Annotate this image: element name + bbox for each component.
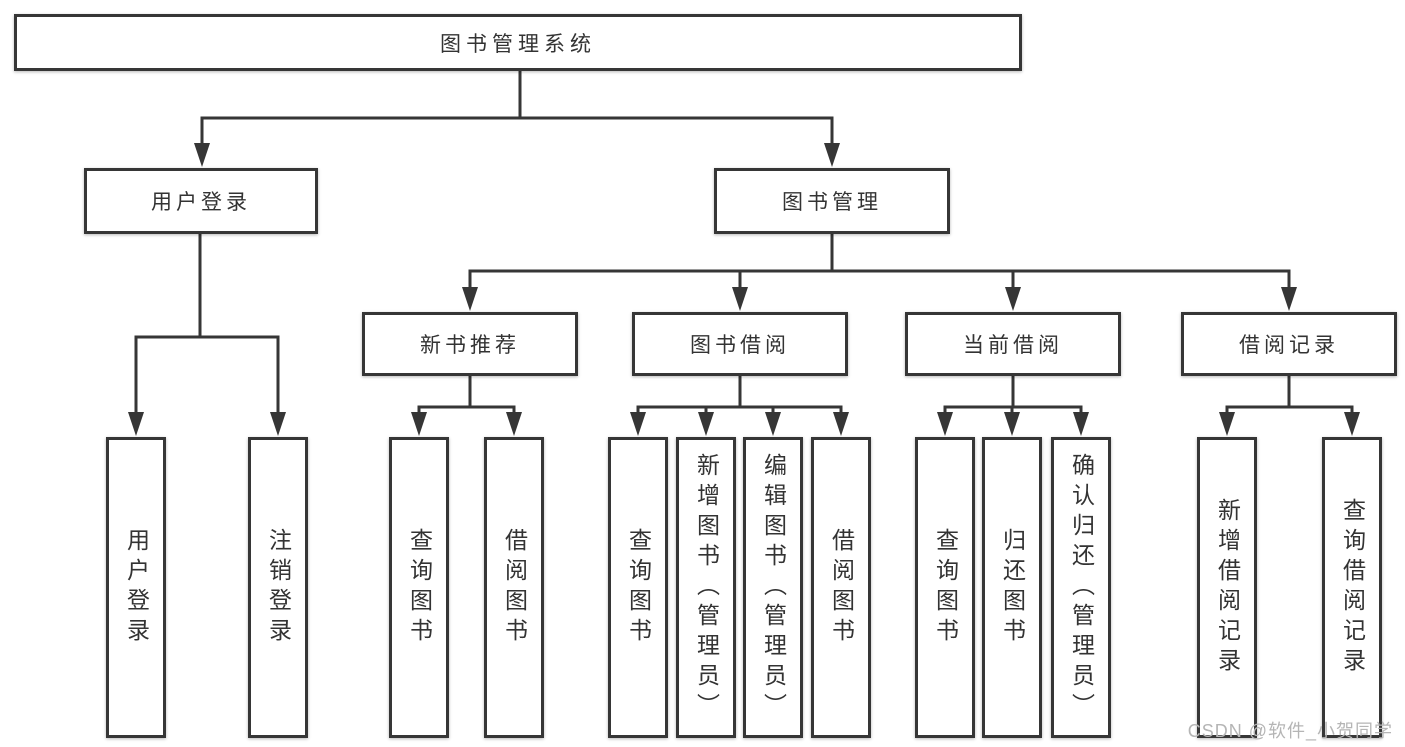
node-current-borrowing: 当前借阅 bbox=[905, 312, 1121, 376]
node-borrowing-records: 借阅记录 bbox=[1181, 312, 1397, 376]
leaf-add-book-admin: 新增图书（管理员） bbox=[676, 437, 736, 738]
leaf-confirm-return-admin-label: 确认归还（管理员） bbox=[1068, 452, 1095, 723]
connector-new-books bbox=[411, 376, 522, 436]
node-book-borrowing: 图书借阅 bbox=[632, 312, 848, 376]
connector-borrowing-records bbox=[1219, 376, 1360, 436]
node-user-login: 用户登录 bbox=[84, 168, 318, 234]
node-current-borrowing-label: 当前借阅 bbox=[963, 334, 1063, 357]
connector-current-borrowing bbox=[937, 376, 1089, 436]
leaf-query-books-1: 查询图书 bbox=[389, 437, 449, 738]
leaf-add-borrow-record: 新增借阅记录 bbox=[1197, 437, 1257, 738]
leaf-borrow-books-2: 借阅图书 bbox=[811, 437, 871, 738]
leaf-query-books-3-label: 查询图书 bbox=[932, 527, 959, 648]
leaf-edit-book-admin-label: 编辑图书（管理员） bbox=[760, 452, 787, 723]
node-book-management-label: 图书管理 bbox=[782, 191, 882, 214]
leaf-query-borrow-record-label: 查询借阅记录 bbox=[1339, 497, 1366, 678]
node-book-borrowing-label: 图书借阅 bbox=[690, 334, 790, 357]
connector-user-login bbox=[128, 234, 286, 436]
leaf-borrow-books-1: 借阅图书 bbox=[484, 437, 544, 738]
connector-root bbox=[194, 70, 840, 167]
connector-book-borrowing bbox=[630, 376, 849, 436]
leaf-edit-book-admin: 编辑图书（管理员） bbox=[743, 437, 803, 738]
leaf-user-login: 用户登录 bbox=[106, 437, 166, 738]
node-root-label: 图书管理系统 bbox=[440, 32, 596, 56]
leaf-borrow-books-2-label: 借阅图书 bbox=[828, 527, 855, 648]
node-root: 图书管理系统 bbox=[14, 14, 1022, 71]
csdn-watermark: CSDN @软件_小贺同学 bbox=[1187, 721, 1393, 741]
leaf-query-books-1-label: 查询图书 bbox=[406, 527, 433, 648]
node-new-book-recommend-label: 新书推荐 bbox=[420, 334, 520, 357]
leaf-borrow-books-1-label: 借阅图书 bbox=[501, 527, 528, 648]
node-new-book-recommend: 新书推荐 bbox=[362, 312, 578, 376]
leaf-logout-label: 注销登录 bbox=[265, 527, 292, 648]
leaf-add-book-admin-label: 新增图书（管理员） bbox=[693, 452, 720, 723]
leaf-add-borrow-record-label: 新增借阅记录 bbox=[1214, 497, 1241, 678]
node-borrowing-records-label: 借阅记录 bbox=[1239, 334, 1339, 357]
connector-book-management bbox=[462, 234, 1297, 311]
leaf-return-book-label: 归还图书 bbox=[999, 527, 1026, 648]
leaf-query-borrow-record: 查询借阅记录 bbox=[1322, 437, 1382, 738]
leaf-user-login-label: 用户登录 bbox=[123, 527, 150, 648]
leaf-logout: 注销登录 bbox=[248, 437, 308, 738]
leaf-confirm-return-admin: 确认归还（管理员） bbox=[1051, 437, 1111, 738]
node-user-login-label: 用户登录 bbox=[151, 191, 251, 214]
leaf-query-books-2: 查询图书 bbox=[608, 437, 668, 738]
leaf-query-books-3: 查询图书 bbox=[915, 437, 975, 738]
leaf-query-books-2-label: 查询图书 bbox=[625, 527, 652, 648]
node-book-management: 图书管理 bbox=[714, 168, 950, 234]
leaf-return-book: 归还图书 bbox=[982, 437, 1042, 738]
